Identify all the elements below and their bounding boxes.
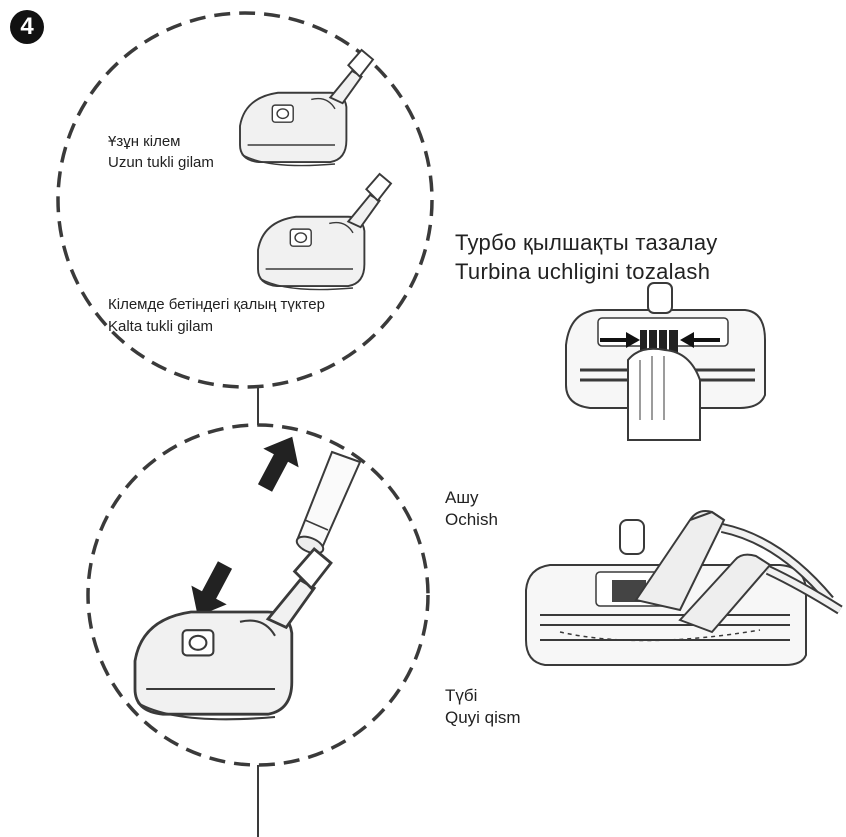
label-short-pile-uz: Kalta tukli gilam [108,318,214,335]
label-long-pile-kk: Ұзұн кілем [108,133,181,150]
turbo-brush-cleaning-illustration [565,282,766,441]
bottom-label-kk: Түбі [445,686,478,705]
top-detail-circle [56,11,434,389]
open-label-kk: Ашу [445,488,479,507]
bottom-detail-circle [86,423,430,767]
bottom-label-uz: Quyi qism [445,708,521,727]
nozzle-long-pile-illustration [239,49,374,167]
label-short-pile-kk: Кілемде бетіндегі қалың түктер [108,296,325,313]
arrow-up-icon [257,436,299,492]
step-number-badge: 4 [10,10,44,44]
cleaning-title-uz: Turbina uchligini tozalash [455,259,711,284]
wand-tube-illustration [295,450,362,555]
label-long-pile-uz: Uzun tukli gilam [108,154,214,171]
open-label-uz: Ochish [445,510,498,529]
arrow-down-icon [191,561,233,617]
nozzle-underside-illustration [525,510,843,666]
cleaning-title-kk: Турбо қылшақты тазалау [455,230,718,255]
nozzle-main-illustration [133,547,333,721]
nozzle-short-pile-illustration [257,173,392,291]
